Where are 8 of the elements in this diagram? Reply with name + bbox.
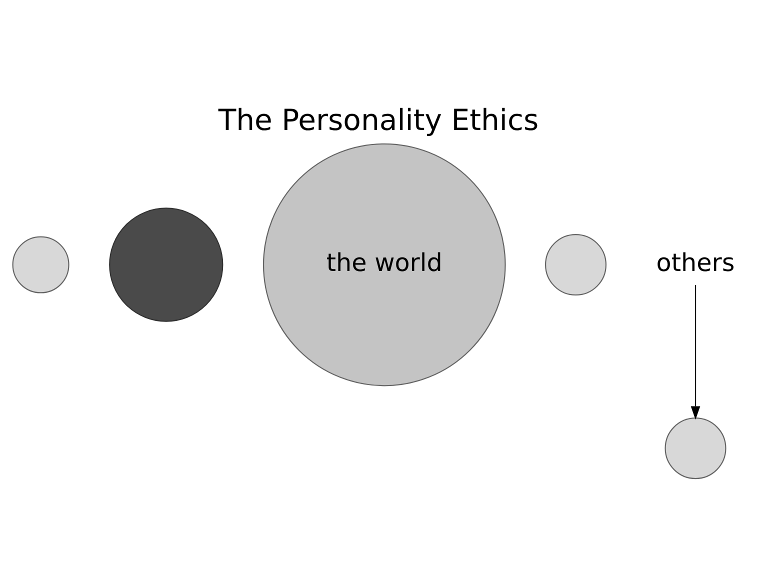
diagram-title: The Personality Ethics [218,103,539,138]
arrow [690,284,700,420]
node-circle [109,208,224,322]
node-circle [12,236,70,294]
node-circle [544,234,607,296]
node-circle: the world [262,143,506,386]
node-text: others [656,248,735,278]
node-circle [664,418,726,480]
